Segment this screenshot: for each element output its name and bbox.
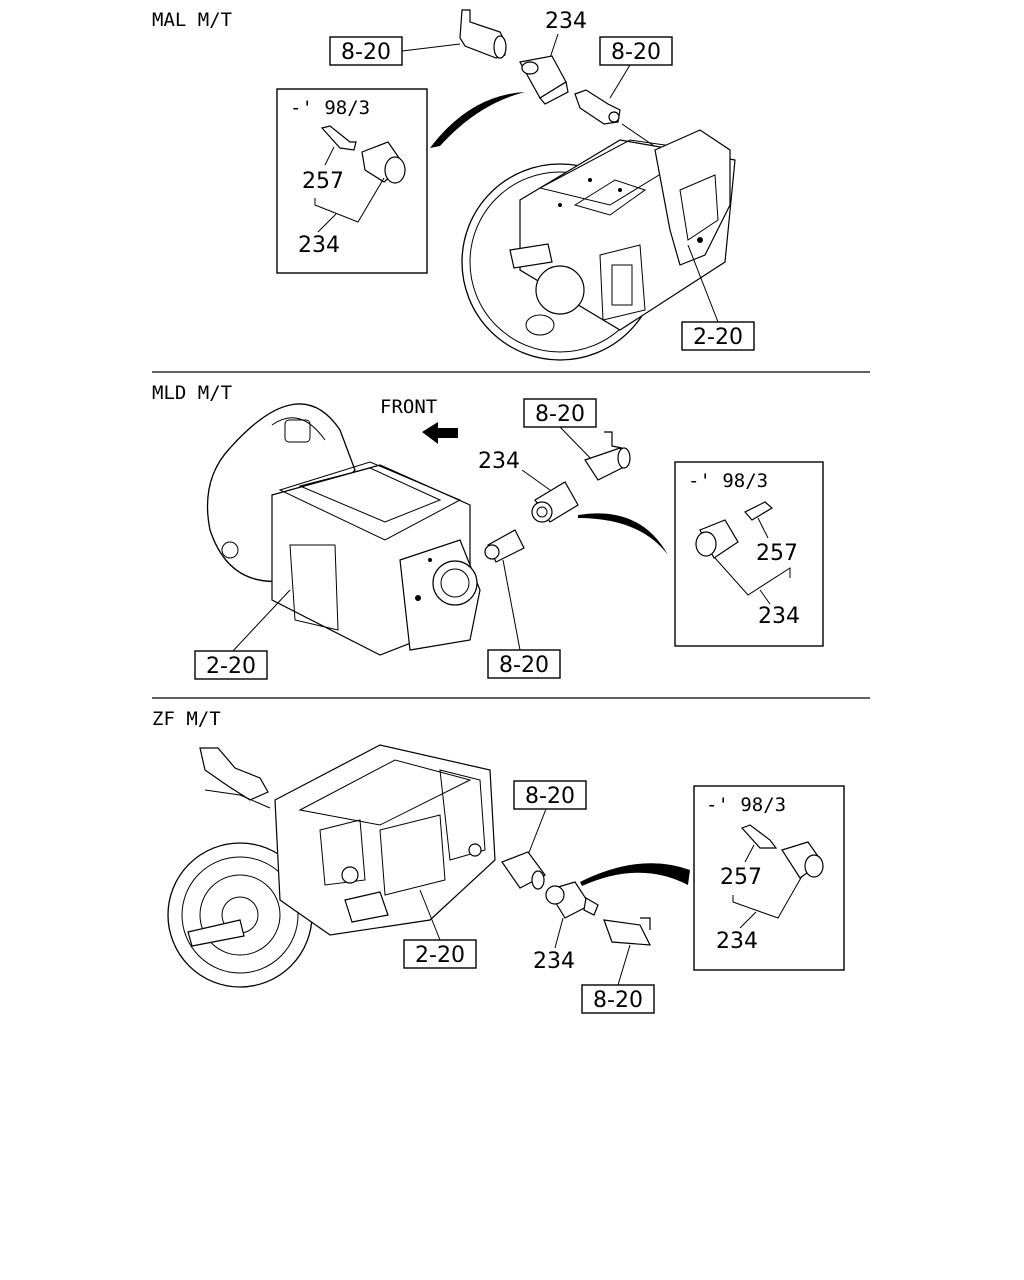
ref-box-mal-top-right[interactable]: 8-20 (599, 36, 673, 66)
transmission-mal (461, 129, 736, 361)
ref-box-mld-top[interactable]: 8-20 (523, 398, 597, 428)
ref-label: 8-20 (611, 40, 661, 65)
speed-sensor-234-mal (519, 55, 569, 105)
ref-label: 2-20 (206, 654, 256, 679)
ref-box-mal-top-left[interactable]: 8-20 (329, 36, 403, 66)
callout-arrow-zf (580, 863, 690, 886)
transmission-zf (167, 744, 496, 988)
section-mld: MLD M/T FRONT 2-20 8-20 (152, 382, 824, 680)
inset-part-b: 234 (758, 604, 800, 629)
ref-box-mld-bottom[interactable]: 8-20 (487, 649, 561, 679)
inset-title: -' 98/3 (688, 470, 768, 492)
part-number-234-mld: 234 (478, 449, 520, 474)
section-zf: ZF M/T 2-20 8-20 (152, 708, 845, 1014)
ref-box-zf-left[interactable]: 2-20 (403, 939, 477, 969)
callout-arrow-mld (578, 513, 668, 555)
section-title-mal: MAL M/T (152, 9, 232, 31)
sensor-inset-part (361, 141, 406, 184)
front-arrow-icon (422, 422, 458, 444)
bracket-part-zf (603, 917, 652, 946)
inset-zf: -' 98/3 257 234 (693, 785, 845, 971)
inset-part-b: 234 (716, 929, 758, 954)
inset-part-a: 257 (302, 169, 344, 194)
section-title-mld: MLD M/T (152, 382, 232, 404)
section-title-zf: ZF M/T (152, 708, 221, 730)
front-label: FRONT (380, 396, 437, 418)
adapter-part-zf (501, 851, 546, 890)
section-mal: MAL M/T 8-20 234 8-20 (152, 9, 755, 361)
inset-mld: -' 98/3 257 234 (674, 461, 824, 647)
speed-sensor-234-mld (531, 481, 579, 523)
shaft-part-mal (574, 89, 621, 125)
adapter-part-mld (484, 529, 525, 563)
inset-title: -' 98/3 (706, 794, 786, 816)
bracket-part-mld (584, 431, 631, 481)
ref-label: 2-20 (415, 943, 465, 968)
speed-sensor-234-zf (545, 881, 599, 919)
bracket-part-mal (459, 9, 507, 59)
part-number-234-mal: 234 (545, 9, 587, 34)
ref-box-zf-top[interactable]: 8-20 (513, 780, 587, 810)
ref-label: 2-20 (693, 325, 743, 350)
sensor-inset-part (695, 519, 739, 559)
ref-box-mal-bottom[interactable]: 2-20 (681, 321, 755, 351)
ref-label: 8-20 (499, 653, 549, 678)
ref-label: 8-20 (341, 40, 391, 65)
ref-label: 8-20 (593, 988, 643, 1013)
inset-part-b: 234 (298, 233, 340, 258)
callout-arrow-mal (430, 92, 525, 148)
inset-mal: -' 98/3 257 234 (276, 88, 428, 274)
ref-box-zf-bottom[interactable]: 8-20 (581, 984, 655, 1014)
ref-label: 8-20 (525, 784, 575, 809)
sensor-inset-part (781, 841, 824, 879)
ref-box-mld-left[interactable]: 2-20 (194, 650, 268, 680)
transmission-mld (206, 403, 481, 656)
inset-part-a: 257 (756, 541, 798, 566)
part-number-234-zf: 234 (533, 949, 575, 974)
inset-title: -' 98/3 (290, 97, 370, 119)
inset-part-a: 257 (720, 865, 762, 890)
ref-label: 8-20 (535, 402, 585, 427)
